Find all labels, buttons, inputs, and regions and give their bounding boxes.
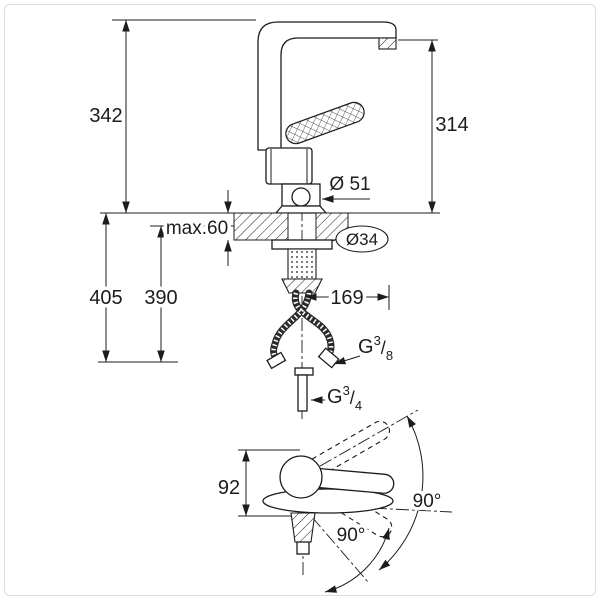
dim-handle-swivel: 90°: [413, 491, 442, 512]
dim-314: 314: [435, 114, 468, 136]
spout-outline: [257, 21, 397, 151]
pipe-flange: [294, 367, 314, 376]
shank-nut-top-view: [296, 541, 310, 555]
supply-pipe: [297, 374, 308, 412]
hose-end-fitting-right: [317, 347, 340, 369]
dim-92: 92: [218, 477, 240, 499]
dim-spout-swivel: 90°: [337, 525, 366, 546]
base-flange: [274, 205, 328, 214]
thread-g34: G3/4: [327, 383, 362, 413]
dim-169: 169: [330, 287, 363, 309]
base-screw: [291, 187, 311, 207]
dim-390: 390: [144, 287, 177, 309]
body-top-view: [279, 455, 323, 499]
side-view-dimensions: [98, 19, 440, 404]
dim-405: 405: [89, 287, 122, 309]
mounting-nut: [281, 278, 323, 294]
lever-handle: [285, 101, 365, 145]
dia34-balloon: [335, 225, 389, 253]
handle-swivel-arc: [378, 415, 424, 571]
spout-swivel-arc: [324, 527, 390, 593]
thread-g38: G3/8: [358, 333, 393, 363]
top-view-dimensions: [238, 449, 300, 517]
mixer-body: [265, 147, 313, 185]
hose-end-fitting-left: [266, 351, 287, 370]
shank-top-view: [290, 512, 316, 543]
faucet-side-view: 342 314 Ø 51 max.60 Ø34 405 390 169 G3/8…: [86, 19, 469, 420]
leader-g38: [333, 355, 361, 365]
mounting-washer: [271, 239, 333, 250]
threaded-shank: [287, 248, 317, 280]
dim-max60: max.60: [166, 218, 228, 239]
aerator: [378, 37, 397, 50]
faucet-top-view: 92 90° 90°: [218, 409, 453, 593]
dim-dia51: Ø 51: [329, 174, 370, 195]
dim-342: 342: [89, 105, 122, 127]
dim-dia34: Ø34: [346, 230, 378, 249]
countertop-section-left: [233, 212, 289, 241]
